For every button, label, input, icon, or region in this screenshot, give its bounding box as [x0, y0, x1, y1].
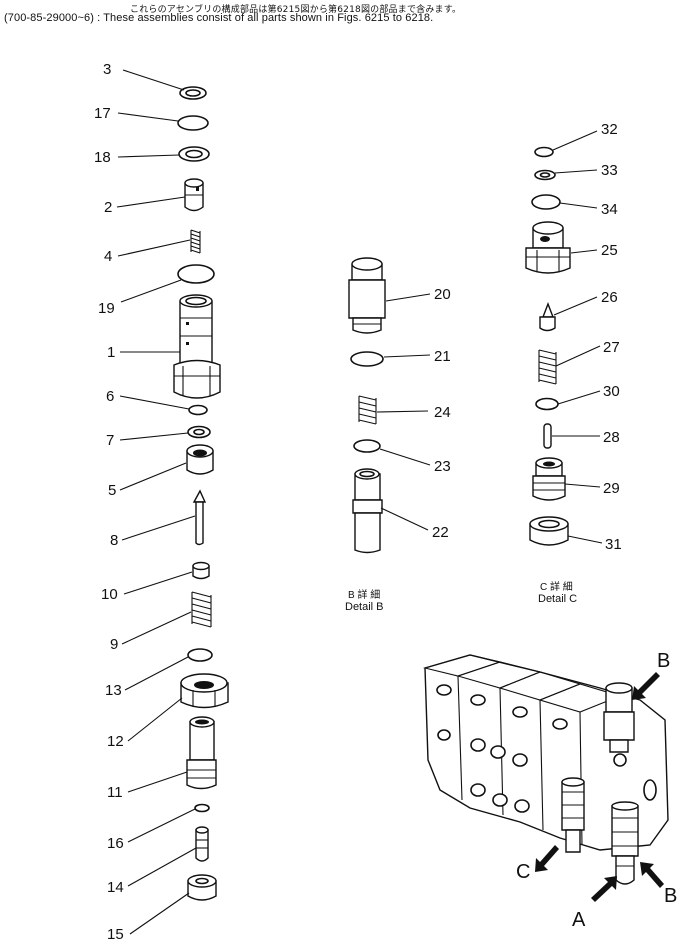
- callout-24: 24: [434, 404, 451, 421]
- detail-b-label: Detail B: [345, 601, 384, 613]
- callout-2: 2: [104, 199, 112, 216]
- header-english: (700-85-29000~6) : These assemblies cons…: [4, 12, 434, 24]
- part-16-o-ring: [194, 803, 210, 813]
- callout-32: 32: [601, 121, 618, 138]
- left-callouts: 3 17 18 2 4 19 1 6 7 5 8 10 9 13 12 11 1…: [94, 61, 124, 941]
- part-31-cap-nut: [529, 516, 569, 546]
- header-japanese: これらのアセンブリの構成部品は第6215図から第6218図の部品まで含みます。: [130, 5, 462, 15]
- callout-14: 14: [107, 879, 124, 896]
- part-27-spring: [538, 349, 557, 385]
- callout-1: 1: [107, 344, 115, 361]
- part-28-pin: [543, 423, 552, 449]
- part-21-o-ring: [350, 351, 384, 367]
- part-29-plug: [532, 457, 566, 501]
- callout-7: 7: [106, 432, 114, 449]
- callout-20: 20: [434, 286, 451, 303]
- detail-c-callouts: 32 33 34 25 26 27 30 28 29 31: [601, 121, 622, 553]
- part-3-seal-ring: [179, 86, 207, 100]
- callout-13: 13: [105, 682, 122, 699]
- view-marker-c: C: [516, 861, 530, 883]
- view-marker-a: A: [572, 909, 586, 931]
- part-5-seat: [186, 444, 214, 475]
- part-26-poppet: [539, 302, 556, 332]
- part-33-backup-ring: [534, 169, 556, 181]
- callout-18: 18: [94, 149, 111, 166]
- part-23-o-ring: [353, 439, 381, 453]
- callout-8: 8: [110, 532, 118, 549]
- detail-c-label: Detail C: [538, 593, 577, 605]
- callout-6: 6: [106, 388, 114, 405]
- callout-21: 21: [434, 348, 451, 365]
- callout-33: 33: [601, 162, 618, 179]
- callout-11: 11: [107, 784, 123, 801]
- control-valve-assembly: [422, 654, 669, 885]
- callout-17: 17: [94, 105, 111, 122]
- part-10-spring-seat: [192, 561, 210, 580]
- left-leader-lines: [116, 69, 197, 935]
- part-25-sleeve: [525, 221, 571, 274]
- part-32-o-ring: [534, 146, 554, 158]
- callout-9: 9: [110, 636, 118, 653]
- callout-28: 28: [603, 429, 620, 446]
- callout-19: 19: [98, 300, 115, 317]
- detail-b-callouts: 20 21 24 23 22: [432, 286, 451, 541]
- detail-c-leader-lines: [552, 130, 603, 544]
- callout-3: 3: [103, 61, 111, 78]
- detail-b-label-jp: B 詳 細: [348, 588, 380, 601]
- callout-34: 34: [601, 201, 618, 218]
- part-14-plug: [195, 826, 209, 862]
- part-13-o-ring: [187, 648, 213, 662]
- view-marker-b-top: B: [657, 650, 670, 672]
- detail-c-label-jp: C 詳 細: [540, 580, 573, 593]
- part-18-backup-ring: [178, 146, 210, 162]
- part-8-poppet-needle: [192, 489, 207, 546]
- part-20-valve-body: [348, 257, 386, 334]
- callout-5: 5: [108, 482, 116, 499]
- view-markers: B B C A: [516, 650, 677, 931]
- callout-4: 4: [104, 248, 112, 265]
- callout-29: 29: [603, 480, 620, 497]
- callout-31: 31: [605, 536, 622, 553]
- callout-23: 23: [434, 458, 451, 475]
- part-1-main-relief-body: [173, 294, 221, 399]
- callout-16: 16: [107, 835, 124, 852]
- part-7-backup-ring: [187, 425, 211, 439]
- part-22-spool: [352, 468, 383, 554]
- callout-25: 25: [601, 242, 618, 259]
- callout-15: 15: [107, 926, 124, 941]
- callout-10: 10: [101, 586, 118, 603]
- part-11-adjust-screw: [186, 716, 217, 790]
- callout-12: 12: [107, 733, 124, 750]
- part-4-spring: [190, 229, 201, 254]
- part-2-valve-poppet: [184, 178, 204, 212]
- part-9-spring: [191, 591, 212, 628]
- view-arrows: [535, 672, 664, 902]
- part-24-spring: [358, 395, 377, 425]
- part-15-cap-nut: [187, 874, 217, 901]
- callout-30: 30: [603, 383, 620, 400]
- part-34-o-ring: [531, 194, 561, 210]
- callout-27: 27: [603, 339, 620, 356]
- callout-26: 26: [601, 289, 618, 306]
- part-17-o-ring: [177, 115, 209, 131]
- part-30-o-ring: [535, 397, 559, 411]
- detail-b-leader-lines: [376, 293, 431, 531]
- part-19-o-ring: [177, 264, 215, 284]
- part-6-o-ring: [188, 404, 208, 416]
- view-marker-b-bottom: B: [664, 885, 677, 907]
- part-12-lock-nut: [180, 673, 229, 709]
- callout-22: 22: [432, 524, 449, 541]
